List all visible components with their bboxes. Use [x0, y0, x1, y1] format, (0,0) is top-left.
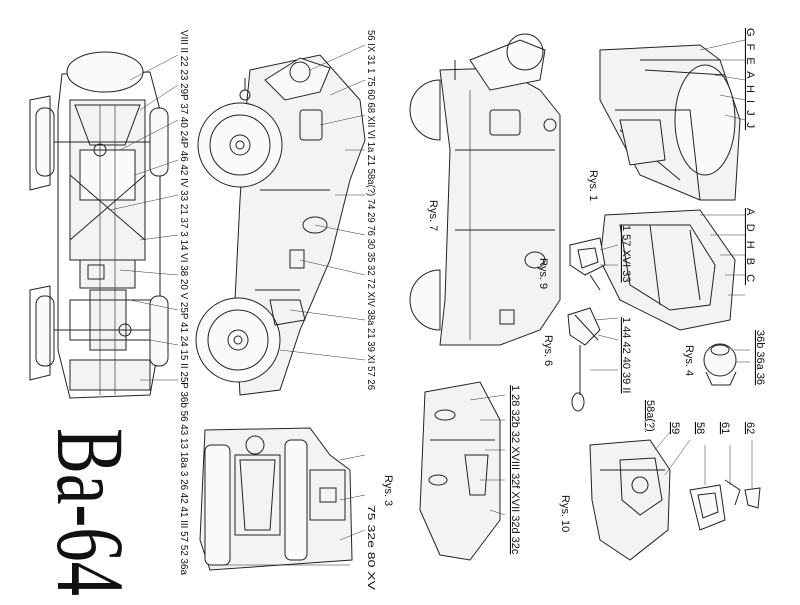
rys7-caption: Rys. 7 [427, 200, 439, 231]
ref-58: 58 [694, 422, 706, 434]
rys3-labels: 1 28 32b 32 XVIII 32f XVII 32d 32c [509, 385, 521, 555]
label-column-front-view: 75 32e 80 XV [365, 505, 376, 590]
side-view-drawing [195, 54, 366, 396]
top-view-leader-lines [109, 54, 179, 381]
rys9-labels: 1 57 XVI 33 [620, 225, 632, 283]
top-view-drawing [29, 51, 169, 399]
rys10-drawing [589, 431, 691, 561]
rys3-drawing [419, 381, 506, 561]
rys9-drawing [569, 237, 619, 291]
side-view-leader-lines [279, 44, 366, 361]
rys9-caption: Rys. 9 [537, 258, 549, 289]
model-title: Ba-64 [37, 428, 144, 596]
ref-58a: 58a(?) [644, 400, 656, 432]
rys3-caption: Rys. 3 [382, 475, 394, 506]
rys6-labels: 1 44 42 40 39 II [620, 317, 632, 393]
label-column-top-view: VIII II 22 23 29P 37 40 24P 46 42 IV 33 … [178, 30, 189, 575]
rys1-leader-lines [699, 39, 746, 121]
rys6-caption: Rys. 6 [542, 335, 554, 366]
small-parts-drawing [689, 440, 761, 531]
letters-top-right: G F E A H I J J [744, 28, 756, 130]
rys4-labels: 36b 36a 36 [754, 330, 766, 385]
ref-61: 61 [719, 422, 731, 434]
rys6-drawing [567, 307, 619, 412]
rys1-drawing [599, 44, 741, 201]
rys10-caption: Rys. 10 [559, 495, 571, 532]
letters-right: A D H B C [744, 208, 756, 285]
rys4-caption: Rys. 4 [683, 345, 695, 376]
lower-body-drawing [599, 209, 736, 331]
front-view-leader-lines [339, 454, 366, 541]
lower-body-leader-lines [700, 214, 745, 296]
front-view-drawing [199, 427, 353, 571]
label-column-side-view: 56 IX 31 1 75 60 68 XII VI 1a Z1 58a(?) … [365, 30, 376, 390]
rys4-drawing [703, 343, 750, 386]
ref-62: 62 [744, 422, 756, 434]
rys7-drawing [409, 33, 561, 346]
ref-59: 59 [669, 422, 681, 434]
rys1-caption: Rys. 1 [587, 170, 599, 201]
